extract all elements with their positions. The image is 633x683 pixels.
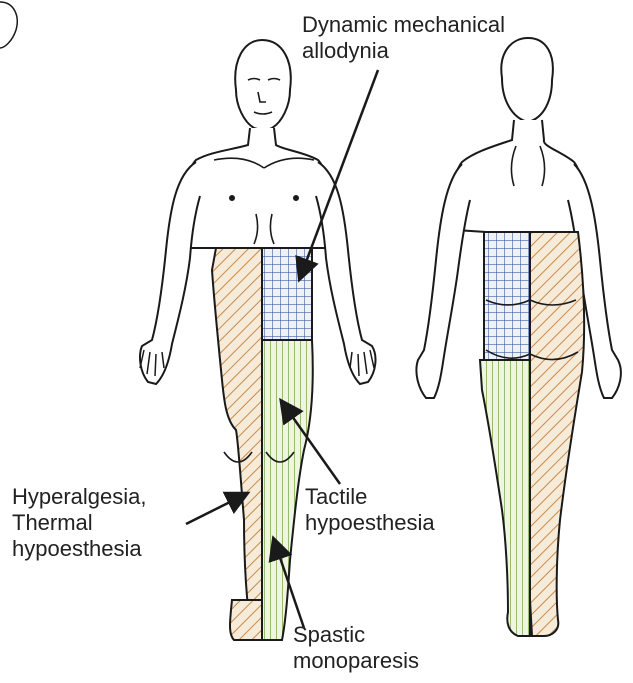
label-line: Tactile <box>305 484 435 510</box>
label-hyperalgesia-thermal-hypoesthesia: Hyperalgesia, Thermal hypoesthesia <box>12 484 147 562</box>
label-line: Dynamic mechanical <box>302 12 505 38</box>
back-right-leg-hyperalgesia-zone <box>530 232 584 636</box>
front-head <box>235 40 291 131</box>
back-left-leg-spastic-zone <box>480 360 530 636</box>
label-line: Hyperalgesia, <box>12 484 147 510</box>
front-right-thigh-allodynia-zone <box>262 248 312 340</box>
label-line: allodynia <box>302 38 505 64</box>
back-allodynia-zone <box>484 232 530 360</box>
front-body-view <box>140 40 375 640</box>
label-spastic-monoparesis: Spastic monoparesis <box>293 622 419 674</box>
back-head <box>501 38 553 122</box>
back-torso <box>454 120 582 232</box>
back-left-arm <box>416 164 470 398</box>
label-dynamic-mechanical-allodynia: Dynamic mechanical allodynia <box>302 12 505 64</box>
label-line: Spastic <box>293 622 419 648</box>
front-nipple-left <box>229 195 235 201</box>
label-line: hypoesthesia <box>305 510 435 536</box>
corner-circle-fragment <box>0 2 17 48</box>
back-body-view <box>416 38 620 636</box>
label-line: hypoesthesia <box>12 536 147 562</box>
hyperalgesia-arrow <box>186 494 246 524</box>
front-left-foot <box>230 600 262 640</box>
front-right-arm <box>316 162 375 384</box>
label-line: monoparesis <box>293 648 419 674</box>
front-left-leg-hyperalgesia-zone <box>212 248 262 640</box>
front-nipple-right <box>293 195 299 201</box>
front-left-arm <box>140 162 200 384</box>
front-torso <box>178 128 340 248</box>
label-line: Thermal <box>12 510 147 536</box>
label-tactile-hypoesthesia: Tactile hypoesthesia <box>305 484 435 536</box>
